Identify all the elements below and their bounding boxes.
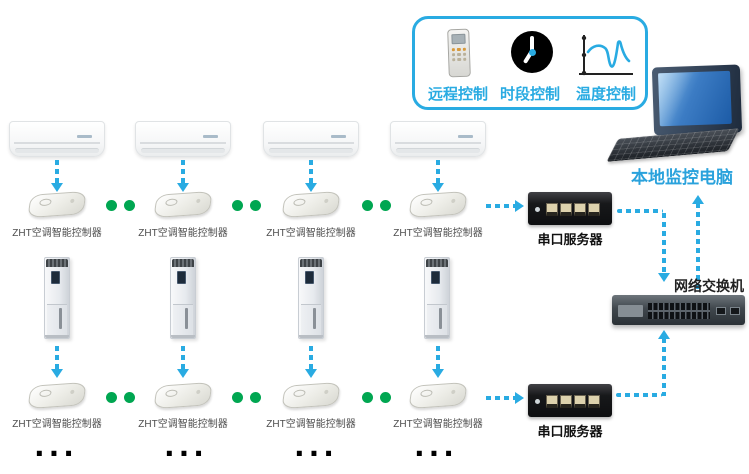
green-dot: [362, 392, 373, 403]
green-dot: [232, 392, 243, 403]
controller-label: ZHT空调智能控制器: [393, 419, 483, 430]
controller-label: ZHT空调智能控制器: [12, 419, 102, 430]
green-dot: [106, 200, 117, 211]
monitor-screen: [658, 70, 732, 127]
green-dot: [124, 200, 135, 211]
wall-ac-unit: [9, 121, 105, 157]
floor-ac-unit: [424, 257, 450, 339]
ac-controller: [153, 381, 213, 410]
legend-label-schedule: 时段控制: [499, 86, 560, 103]
green-dot: [380, 200, 391, 211]
floor-ac-unit: [44, 257, 70, 339]
wall-ac-unit: [263, 121, 359, 157]
ac-controller: [27, 190, 87, 219]
legend-box: 远程控制 时段控制 温度控制: [412, 16, 648, 110]
clock-icon: [511, 31, 553, 73]
right-arrow: [486, 392, 524, 404]
green-dot: [362, 200, 373, 211]
serial-server-device: [528, 192, 612, 225]
down-arrow: [305, 346, 317, 378]
network-switch-device: [612, 295, 745, 325]
ac-controller: [408, 381, 468, 410]
up-arrow: [692, 195, 704, 292]
controller-label: ZHT空调智能控制器: [12, 228, 102, 239]
down-arrow: [177, 160, 189, 192]
connector-dash: [617, 209, 663, 213]
green-dot: [380, 392, 391, 403]
floor-ac-unit: [170, 257, 196, 339]
controller-label: ZHT空调智能控制器: [266, 228, 356, 239]
ac-controller: [153, 190, 213, 219]
green-dot: [124, 392, 135, 403]
green-dot: [106, 392, 117, 403]
controller-label: ZHT空调智能控制器: [138, 419, 228, 430]
down-arrow: [177, 346, 189, 378]
down-arrow: [305, 160, 317, 192]
ac-controller: [281, 190, 341, 219]
green-dot: [232, 200, 243, 211]
right-arrow: [486, 200, 524, 212]
floor-ac-unit: [298, 257, 324, 339]
more-units-indicator: ...: [164, 430, 208, 463]
down-arrow: [658, 213, 670, 282]
green-dot: [250, 392, 261, 403]
legend-label-temperature: 温度控制: [575, 86, 636, 103]
serial-server-device: [528, 384, 612, 417]
down-arrow: [51, 346, 63, 378]
serial-server-label: 串口服务器: [537, 424, 603, 439]
down-arrow: [432, 346, 444, 378]
ac-controller: [408, 190, 468, 219]
green-dot: [250, 200, 261, 211]
pc-label: 本地监控电脑: [631, 168, 733, 187]
remote-screen: [451, 33, 466, 45]
controller-label: ZHT空调智能控制器: [393, 228, 483, 239]
monitor: [651, 64, 743, 136]
legend-label-remote: 远程控制: [427, 86, 488, 103]
wall-ac-unit: [390, 121, 486, 157]
controller-label: ZHT空调智能控制器: [138, 228, 228, 239]
more-units-indicator: ...: [414, 430, 458, 463]
connector-dash: [616, 393, 662, 397]
ac-controller: [27, 381, 87, 410]
down-arrow: [51, 160, 63, 192]
up-arrow: [658, 330, 670, 396]
more-units-indicator: ...: [294, 430, 338, 463]
remote-buttons: [451, 47, 467, 62]
temperature-chart-icon: [579, 35, 633, 76]
down-arrow: [432, 160, 444, 192]
remote-control-icon: [447, 28, 471, 78]
controller-label: ZHT空调智能控制器: [266, 419, 356, 430]
ac-controller: [281, 381, 341, 410]
more-units-indicator: ...: [34, 430, 78, 463]
keyboard: [606, 128, 740, 162]
serial-server-label: 串口服务器: [537, 232, 603, 247]
wall-ac-unit: [135, 121, 231, 157]
network-switch-label: 网络交换机: [674, 278, 744, 294]
